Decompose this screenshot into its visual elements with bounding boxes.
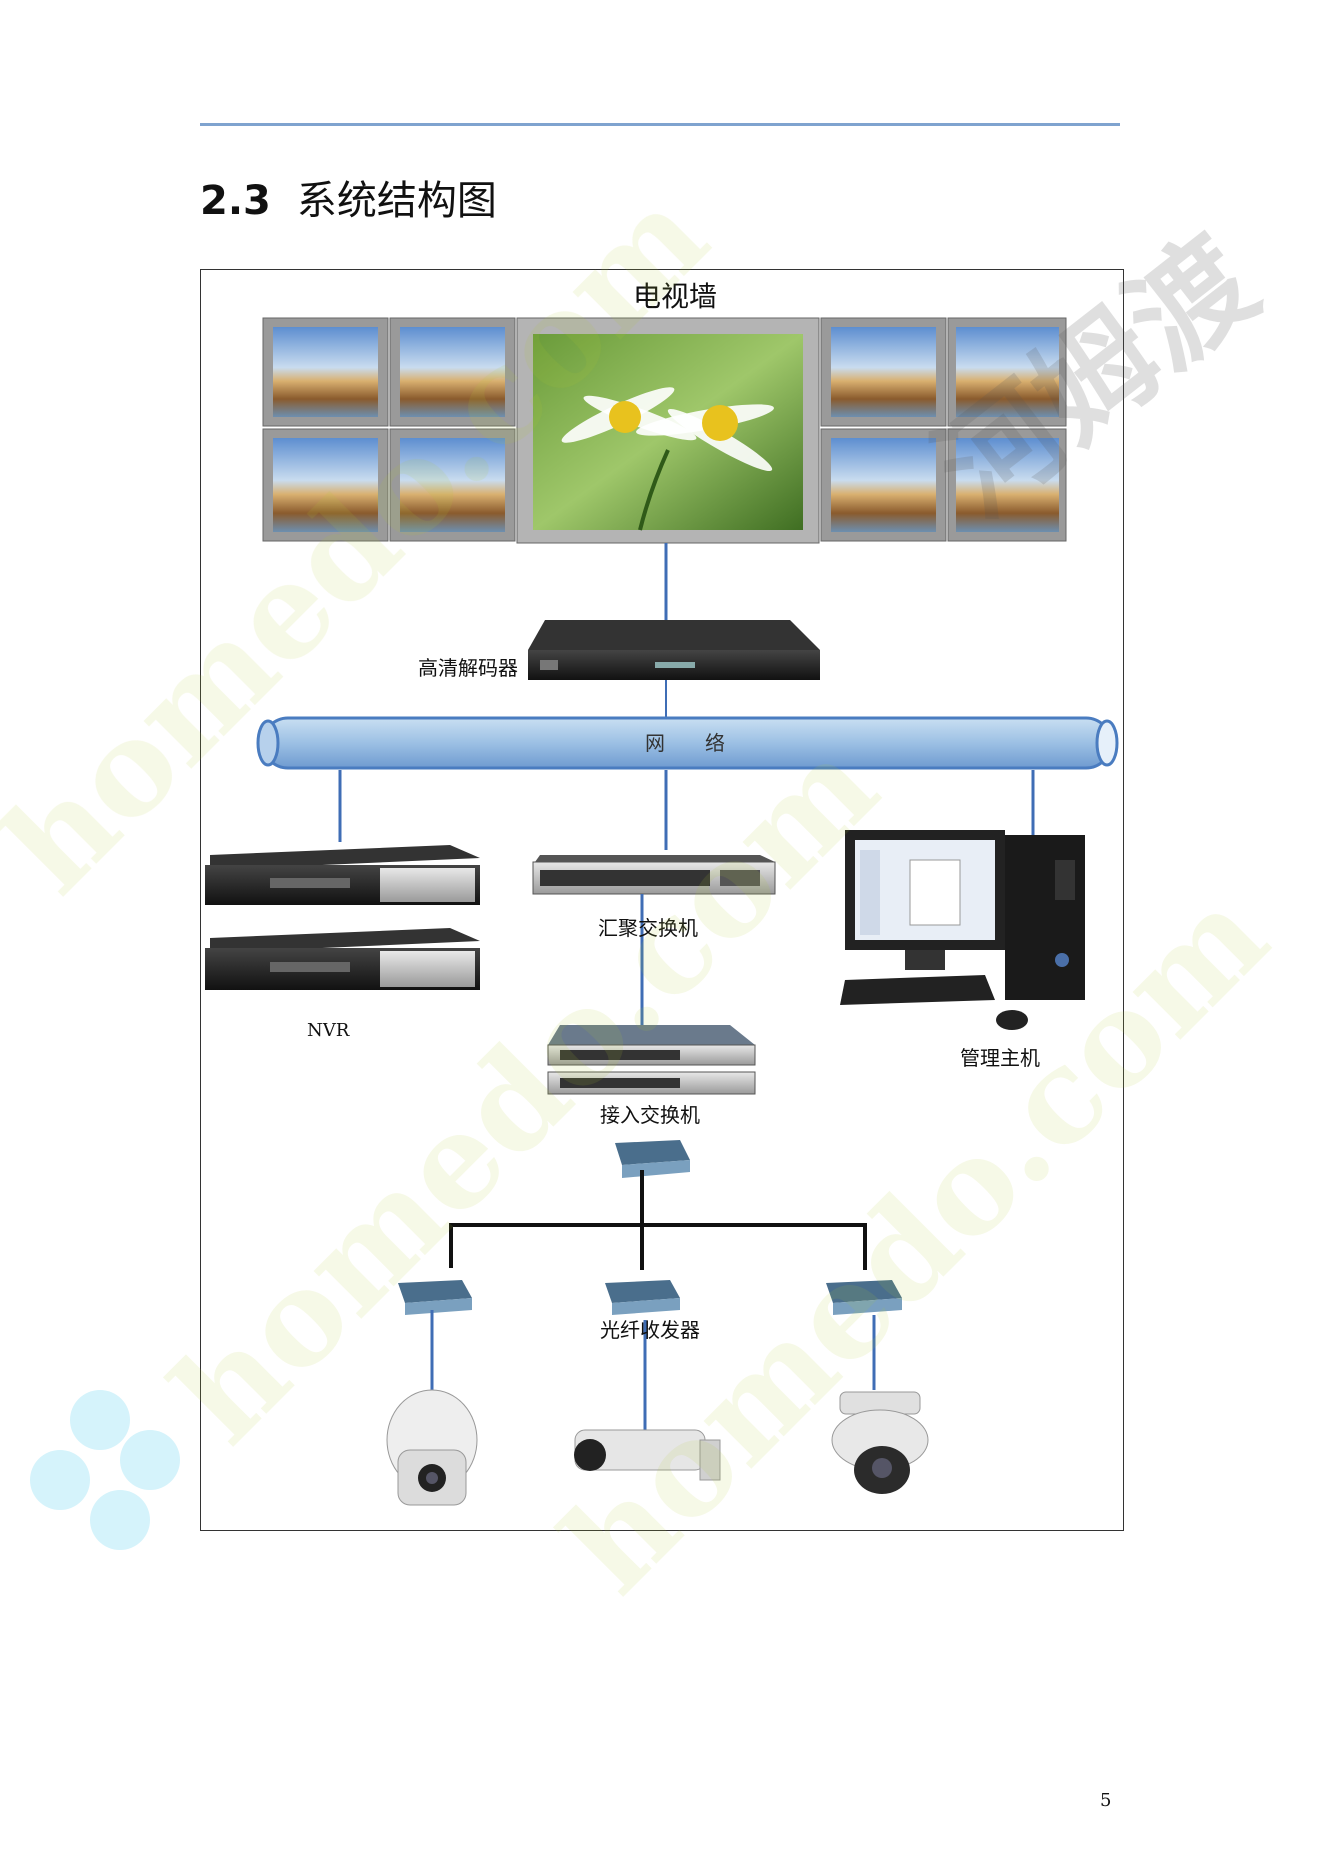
- nvr-device: [205, 928, 480, 990]
- section-number: 2.3: [200, 178, 271, 224]
- tv-screen-main: [516, 317, 820, 544]
- management-host-device: [840, 830, 1085, 1030]
- access-switch-label: 接入交换机: [600, 1103, 700, 1127]
- access-switch-device: [547, 1025, 756, 1095]
- tv-screen: [820, 317, 947, 427]
- network-pipe: [256, 716, 1119, 770]
- tv-screen: [947, 428, 1067, 542]
- tv-screen: [262, 428, 389, 542]
- nvr-label: NVR: [307, 1020, 350, 1041]
- fiber-wiring: [449, 1170, 867, 1270]
- tv-screen: [389, 428, 516, 542]
- nvr-device: [205, 845, 480, 905]
- network-label: 网 络: [645, 731, 725, 755]
- tv-screen: [947, 317, 1067, 427]
- header-rule: [200, 123, 1120, 126]
- page-number: 5: [1100, 1790, 1112, 1811]
- core-switch-device: [532, 855, 776, 895]
- fiber-transceiver-device: [615, 1140, 690, 1178]
- diagram-frame: [200, 269, 1124, 1531]
- section-title-text: 系统结构图: [296, 178, 497, 224]
- decoder-label: 高清解码器: [418, 656, 518, 680]
- dome-camera: [831, 1391, 929, 1494]
- management-host-label: 管理主机: [960, 1046, 1040, 1070]
- ptz-dome-camera: [386, 1389, 478, 1506]
- fiber-transceiver-device: [605, 1280, 680, 1315]
- tv-wall-label: 电视墙: [633, 280, 717, 313]
- tv-screen: [389, 317, 516, 427]
- fiber-transceiver-device: [398, 1280, 472, 1315]
- tv-screen: [820, 428, 947, 542]
- fiber-transceiver-device: [826, 1280, 902, 1315]
- core-switch-label: 汇聚交换机: [598, 916, 698, 940]
- tv-screen: [262, 317, 389, 427]
- tv-wall: [262, 317, 1067, 544]
- decoder-device: [528, 620, 820, 680]
- bullet-camera: [574, 1429, 721, 1481]
- fiber-transceiver-label: 光纤收发器: [600, 1318, 700, 1342]
- flower-image: [561, 387, 774, 531]
- section-title: 2.3 系统结构图: [200, 168, 497, 226]
